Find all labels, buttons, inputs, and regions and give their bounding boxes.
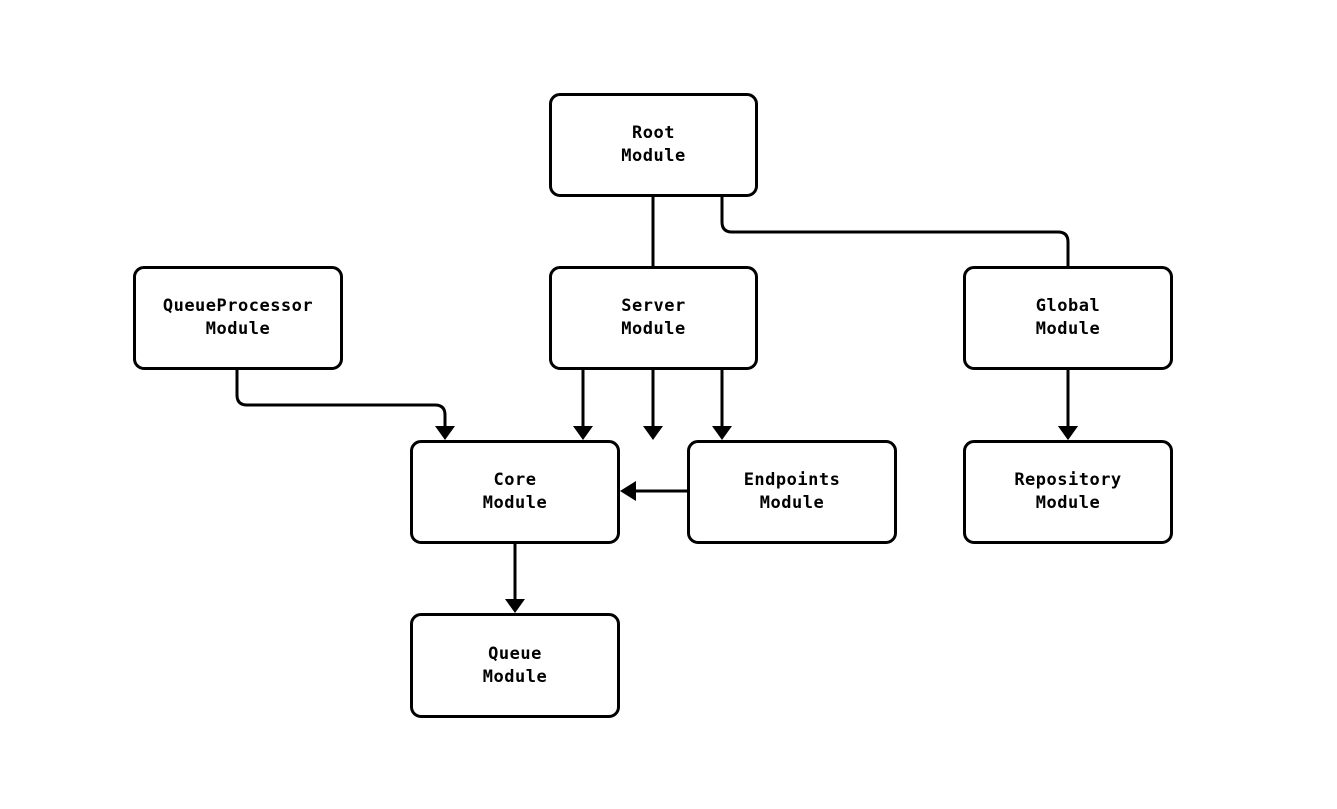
- node-global-module-suffix: Module: [1035, 319, 1101, 339]
- node-endpoints-module-name: Endpoints: [743, 470, 841, 490]
- node-queue-module[interactable]: Queue Module: [410, 613, 620, 718]
- edge-queueprocessor-to-core: [235, 370, 455, 440]
- edge-server-to-core: [573, 370, 593, 440]
- node-queue-module-name: Queue: [488, 643, 542, 664]
- edge-global-to-repository: [1058, 370, 1078, 440]
- node-global-module-name: Global: [1035, 296, 1101, 316]
- node-queue-module-suffix: Module: [482, 666, 548, 687]
- node-endpoints-module-suffix: Module: [759, 493, 825, 513]
- node-server-module-name: Server: [621, 296, 686, 316]
- node-core-module-name: Core: [493, 470, 537, 490]
- node-repository-module-name: Repository: [1014, 470, 1122, 490]
- node-queueprocessor-module[interactable]: QueueProcessor Module: [133, 266, 343, 370]
- node-repository-module[interactable]: Repository Module: [963, 440, 1173, 544]
- node-server-module-suffix: Module: [621, 319, 686, 339]
- edge-server-to-endpoints: [712, 370, 732, 440]
- edge-endpoints-to-core: [620, 481, 687, 501]
- node-repository-module-suffix: Module: [1035, 493, 1101, 513]
- node-endpoints-module[interactable]: Endpoints Module: [687, 440, 897, 544]
- node-global-module[interactable]: Global Module: [963, 266, 1173, 370]
- node-server-module[interactable]: Server Module: [549, 266, 758, 370]
- node-queueprocessor-module-suffix: Module: [205, 319, 271, 339]
- node-root-module-name: Root: [632, 123, 675, 143]
- node-root-module[interactable]: Root Module: [549, 93, 758, 197]
- node-queueprocessor-module-name: QueueProcessor: [162, 296, 314, 316]
- node-core-module-suffix: Module: [482, 493, 548, 513]
- node-root-module-suffix: Module: [621, 146, 686, 166]
- node-core-module[interactable]: Core Module: [410, 440, 620, 544]
- edge-core-to-queue: [505, 544, 525, 613]
